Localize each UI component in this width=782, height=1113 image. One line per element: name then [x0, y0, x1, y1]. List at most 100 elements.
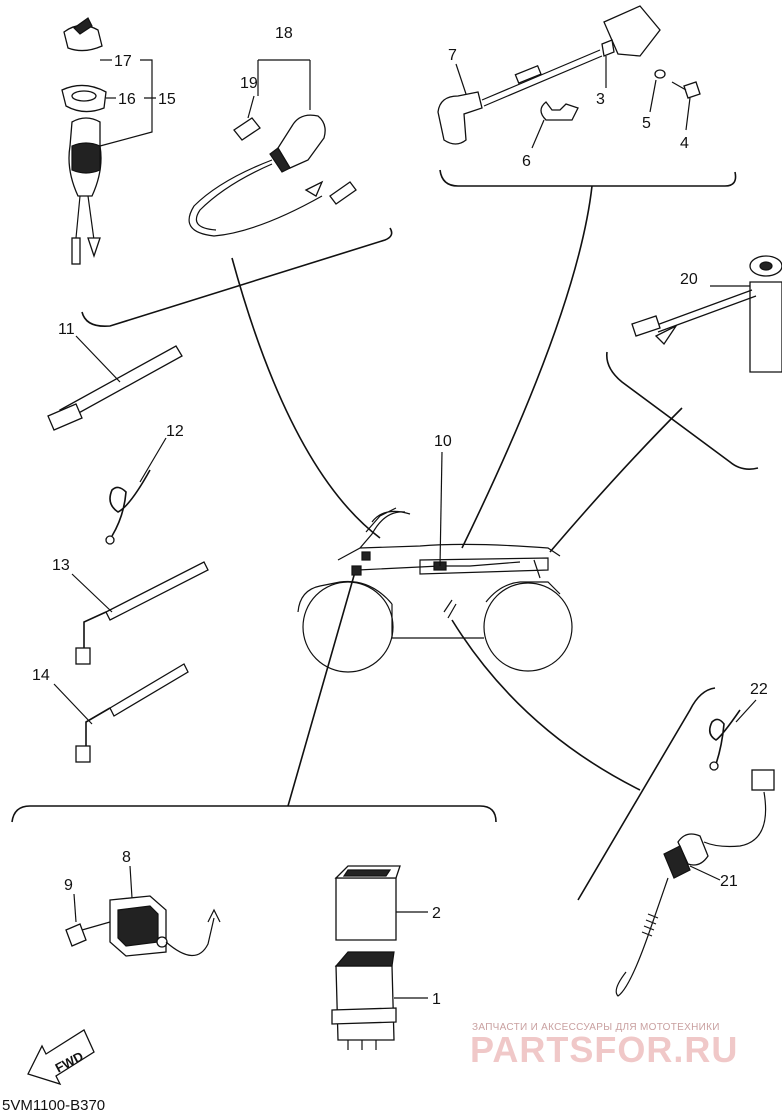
atv-outline	[297, 507, 573, 673]
cable-tie-14	[109, 663, 189, 717]
diagram-code: 5VM1100-B370	[2, 1097, 105, 1113]
callout-13: 13	[52, 557, 70, 574]
callout-20: 20	[680, 271, 698, 288]
atv-seat	[419, 557, 549, 575]
callout-12: 12	[166, 423, 184, 440]
leader-right	[549, 407, 683, 553]
clamp-12-end	[105, 535, 115, 545]
leader-13	[71, 573, 113, 613]
sensor-21-spring	[641, 913, 659, 937]
boundary-right	[605, 351, 759, 470]
cable-tie-14-bend	[85, 707, 111, 748]
callout-9: 9	[64, 877, 73, 894]
plug-cap-boot	[269, 147, 291, 173]
main-switch-nut-hole	[71, 90, 97, 102]
callout-5: 5	[642, 115, 651, 132]
cable-tie-11-head	[47, 403, 83, 431]
leader-bottom	[287, 571, 356, 807]
leader-lines	[231, 185, 683, 807]
boundary-bottom	[11, 805, 497, 823]
fwd-arrow-shape	[27, 1029, 95, 1086]
boundary-top-right	[439, 169, 737, 187]
cable-tie-13	[105, 561, 209, 621]
bolt-4-head	[683, 81, 701, 99]
plug-cap-assembly	[188, 59, 357, 237]
sensor-body	[603, 5, 661, 57]
group-boundaries	[11, 169, 759, 901]
sensor-21-wire	[703, 791, 767, 848]
main-switch-cap	[63, 24, 103, 52]
switch-20-terminal	[654, 324, 678, 346]
bracket-8-eye	[156, 936, 168, 948]
callout-7: 7	[448, 47, 457, 64]
atv-cap-mark	[361, 551, 371, 561]
sensor-bracket-3	[601, 39, 615, 57]
clamps-and-ties	[47, 335, 443, 763]
leader-6	[531, 119, 545, 149]
bracket-8-arrow	[207, 908, 221, 923]
callout-15: 15	[158, 91, 176, 108]
sensor-21-rod	[615, 877, 669, 997]
high-tension-cord	[188, 159, 323, 237]
relay-cover-2	[335, 877, 397, 941]
bolt-9-shank	[81, 921, 111, 931]
callout-14: 14	[32, 667, 50, 684]
leader-18	[257, 59, 311, 110]
atv-body	[337, 511, 561, 639]
ht-cord-end	[329, 181, 357, 205]
clamp-12	[109, 469, 151, 537]
leader-9	[73, 893, 77, 923]
leader-19	[247, 95, 255, 119]
atv-sensor-mark	[443, 599, 457, 619]
relay-1-body	[335, 965, 395, 1041]
leader-15	[99, 59, 156, 147]
leader-lower-right	[451, 619, 641, 791]
atv-wire-harness	[357, 561, 521, 571]
callout-8: 8	[122, 849, 131, 866]
cable-tie-13-bend	[83, 611, 107, 650]
leader-12	[139, 437, 167, 483]
leader-21	[689, 865, 721, 881]
leader-22	[735, 699, 757, 723]
switch-20-wire	[653, 289, 757, 333]
callout-3: 3	[596, 91, 605, 108]
leader-10	[439, 451, 443, 567]
atv-rear-wheel	[483, 582, 573, 672]
plug-cap-body	[277, 114, 326, 169]
sensor-cord-assembly	[437, 5, 701, 149]
atv-front-fender	[297, 580, 393, 613]
callout-10: 10	[434, 433, 452, 450]
relay-1-base	[331, 1007, 397, 1025]
callout-1: 1	[432, 991, 441, 1008]
main-switch-knob	[73, 17, 93, 35]
callout-17: 17	[114, 53, 132, 70]
switch-20-body	[749, 281, 782, 373]
relay-group	[65, 865, 428, 1050]
callout-4: 4	[680, 135, 689, 152]
atv-handlebar	[365, 507, 411, 533]
sensor-21-nut	[663, 845, 691, 879]
main-switch-assembly	[61, 17, 156, 265]
relay-cover-2-opening	[342, 869, 392, 877]
leader-8	[129, 865, 133, 899]
callout-22: 22	[750, 681, 768, 698]
bolt-9-head	[65, 923, 87, 947]
leader-14	[53, 683, 93, 725]
clamp-22	[708, 709, 741, 765]
switch-20-connector	[631, 315, 661, 337]
bolt-4-shank	[671, 81, 687, 91]
callout-11: 11	[58, 321, 75, 338]
watermark-tagline: ЗАПЧАСТИ И АКСЕССУАРЫ ДЛЯ МОТОТЕХНИКИ	[472, 1022, 720, 1033]
main-switch-connector-b	[87, 237, 101, 259]
sensor-21-body	[677, 833, 709, 866]
leader-5	[649, 79, 657, 113]
callout-2: 2	[432, 905, 441, 922]
sensor-cord-sleeve	[514, 64, 542, 84]
bracket-8-wire	[165, 917, 215, 957]
clamp-22-end	[709, 761, 719, 771]
fwd-arrow: FWD	[27, 1029, 95, 1086]
boundary-lower-right	[577, 687, 716, 901]
sensor-cord	[481, 49, 603, 107]
sensor-21-assembly	[615, 699, 775, 997]
